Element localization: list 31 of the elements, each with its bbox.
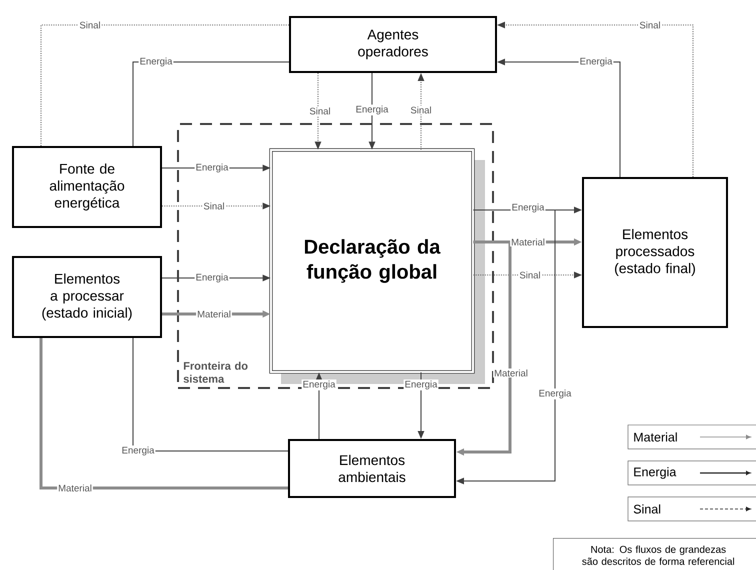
- edge-label: Material: [196, 310, 232, 318]
- process-box: Fonte de alimentação energética: [12, 146, 162, 228]
- legend-label: Energia: [634, 467, 676, 479]
- edge-label: Energia: [194, 272, 230, 284]
- edge-label: Material: [493, 368, 529, 378]
- process-box: Elementos processados (estado final): [582, 177, 728, 328]
- edge-label: Sinal: [78, 20, 102, 30]
- note-box: Nota: Os fluxos de grandezas são descritos de forma referencial: [553, 538, 756, 570]
- process-box: Elementos a processar (estado inicial): [12, 256, 162, 338]
- legend-label: Material: [634, 432, 677, 442]
- boundary-label: Fronteira do sistema: [184, 362, 248, 383]
- legend-label: Sinal: [634, 504, 660, 514]
- edge-label: Material: [510, 238, 546, 246]
- edge-label: Energia: [538, 388, 572, 400]
- edge-label: Energia: [510, 202, 546, 214]
- edge-label: Sinal: [638, 20, 662, 30]
- process-box: Elementos ambientais: [288, 439, 456, 498]
- edge-label: Energia: [302, 380, 336, 390]
- edge-label: Energia: [120, 446, 156, 456]
- function-box: Declaração da função global: [269, 148, 475, 374]
- edge-label: Sinal: [409, 106, 433, 114]
- edge-label: Material: [57, 484, 93, 492]
- edge-label: Sinal: [202, 202, 226, 210]
- edge-label: Sinal: [308, 106, 332, 116]
- edge-label: Energia: [354, 104, 390, 116]
- edge-label: Energia: [578, 56, 614, 68]
- edge-label: Energia: [138, 56, 174, 68]
- edge-label: Energia: [194, 162, 230, 174]
- process-box: Agentes operadores: [289, 16, 497, 73]
- edge-label: Sinal: [518, 270, 542, 280]
- edge-label: Energia: [404, 380, 438, 390]
